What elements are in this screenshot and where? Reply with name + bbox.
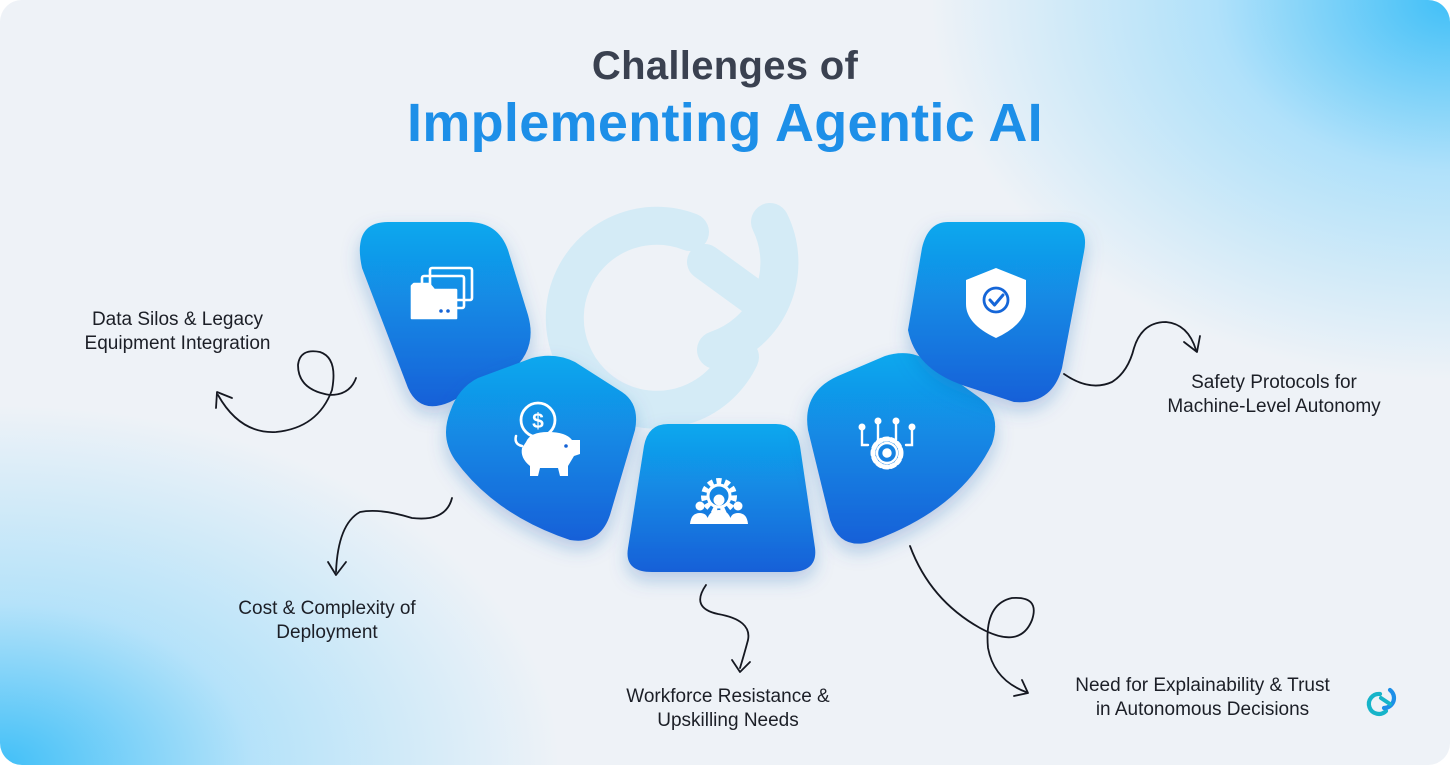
arrow-cost-complexity: [327, 497, 453, 576]
label-safety: Safety Protocols for Machine-Level Auton…: [1140, 371, 1408, 419]
label-explainability-line1: Need for Explainability & Trust: [1075, 675, 1330, 696]
label-workforce-line1: Workforce Resistance &: [626, 686, 830, 707]
label-safety-line1: Safety Protocols for: [1191, 372, 1357, 393]
label-workforce-line2: Upskilling Needs: [657, 710, 799, 731]
arrow-explainability: [909, 545, 1035, 697]
title-line-2: Implementing Agentic AI: [407, 93, 1043, 153]
label-cost-complexity: Cost & Complexity of Deployment: [212, 597, 442, 645]
label-cost-complexity-line1: Cost & Complexity of: [238, 598, 416, 619]
label-safety-line2: Machine-Level Autonomy: [1167, 396, 1381, 417]
piggy-bank-dollar-icon: $: [514, 401, 580, 476]
label-cost-complexity-line2: Deployment: [276, 622, 378, 643]
brand-logo-icon: [1366, 687, 1397, 717]
label-data-silos: Data Silos & Legacy Equipment Integratio…: [60, 308, 295, 356]
team-gear-icon: [690, 478, 748, 524]
label-explainability: Need for Explainability & Trust in Auton…: [1045, 674, 1360, 722]
label-data-silos-line1: Data Silos & Legacy: [91, 309, 264, 330]
label-data-silos-line2: Equipment Integration: [84, 333, 271, 354]
circuit-gear-icon: [858, 417, 916, 470]
watermark-logo-icon: [545, 203, 799, 429]
shield-check-icon: [966, 268, 1026, 338]
folders-icon: [410, 266, 474, 320]
label-explainability-line2: in Autonomous Decisions: [1095, 699, 1310, 720]
title-line-1: Challenges of: [591, 44, 859, 88]
arrow-workforce: [699, 584, 751, 673]
arrow-data-silos: [215, 350, 357, 433]
label-workforce: Workforce Resistance & Upskilling Needs: [598, 685, 858, 733]
arrow-safety: [1063, 321, 1201, 387]
svg-text:$: $: [532, 410, 544, 433]
